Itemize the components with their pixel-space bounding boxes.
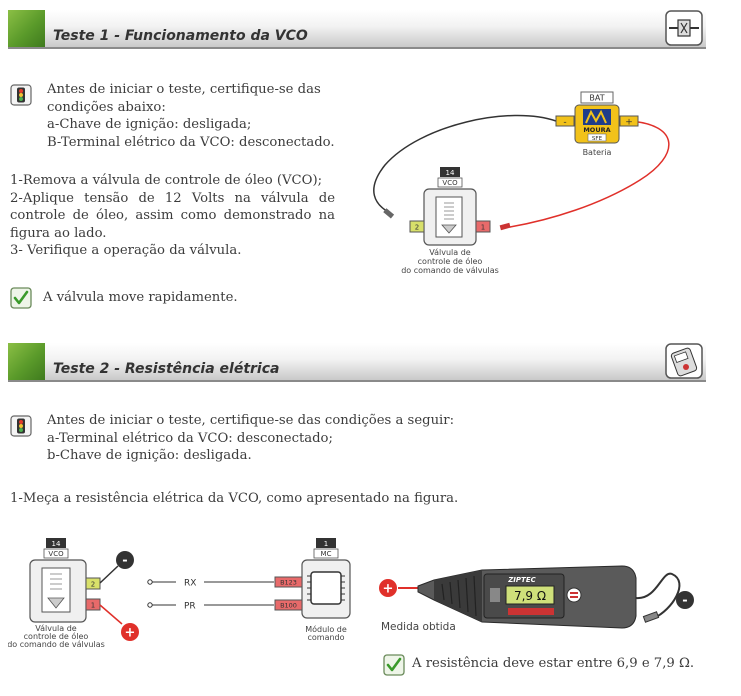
- section-accent-block: [8, 343, 45, 380]
- precheck-line: condições abaixo:: [47, 99, 166, 115]
- pin-b123: [274, 576, 303, 588]
- pin-b100: [274, 599, 303, 611]
- test2-precheck: Antes de iniciar o teste, certifique-se …: [47, 412, 454, 465]
- precheck-line: Antes de iniciar o teste, certifique-se …: [47, 82, 321, 97]
- section-header-test1: Teste 1 - Funcionamento da VCO: [8, 10, 706, 49]
- svg-text:SFE: SFE: [592, 136, 603, 142]
- step-line: figura ao lado.: [10, 225, 107, 241]
- svg-text:do comando de válvulas: do comando de válvulas: [401, 266, 499, 275]
- test1-diagram: - + MOURA SFE BAT Bateria 14 VCO 2 1 Vál…: [373, 91, 670, 275]
- pin-2: [85, 577, 101, 590]
- test1-result: A válvula move rapidamente.: [43, 290, 238, 305]
- precheck-line: b-Chave de ignição: desligada.: [47, 448, 252, 463]
- svg-text:RX: RX: [184, 579, 196, 589]
- step-line: 1-Remova a válvula de controle de óleo (…: [10, 173, 323, 188]
- wire-negative: [373, 114, 557, 214]
- svg-text:+: +: [125, 626, 136, 641]
- svg-text:VCO: VCO: [48, 550, 64, 558]
- negative-probe-icon: [116, 551, 134, 569]
- svg-text:comando: comando: [307, 633, 344, 642]
- svg-text:ZIPTEC: ZIPTEC: [507, 576, 536, 584]
- svg-text:1: 1: [324, 540, 328, 548]
- svg-text:-: -: [122, 554, 127, 569]
- precheck-line: a-Chave de ignição: desligada;: [47, 117, 252, 132]
- svg-text:Válvula de: Válvula de: [429, 248, 471, 257]
- multimeter-diagram: + ZIPTEC 7,9 Ω -: [379, 565, 694, 629]
- positive-probe-icon: [379, 579, 397, 597]
- svg-text:BAT: BAT: [589, 94, 604, 103]
- traffic-light-icon: [10, 84, 32, 106]
- section-title-test1: Teste 1 - Funcionamento da VCO: [53, 28, 308, 44]
- svg-text:Válvula de: Válvula de: [35, 624, 77, 633]
- test2-step: 1-Meça a resistência elétrica da VCO, co…: [10, 491, 459, 506]
- pin-1: [475, 220, 491, 233]
- vco-valve: 14 VCO 2 1 Válvula de controle de óleo d…: [383, 167, 511, 275]
- battery-plus-terminal: [619, 115, 639, 127]
- measured-label: Medida obtida: [381, 621, 456, 633]
- svg-text:+: +: [383, 582, 394, 597]
- wire-positive: [509, 120, 670, 228]
- svg-text:Módulo de: Módulo de: [305, 624, 347, 634]
- svg-text:controle de óleo: controle de óleo: [418, 256, 483, 266]
- svg-text:MC: MC: [321, 550, 332, 558]
- test1-precheck: Antes de iniciar o teste, certifique-se …: [47, 81, 335, 151]
- svg-text:PR: PR: [184, 602, 196, 612]
- precheck-line: a-Terminal elétrico da VCO: desconectado…: [47, 430, 333, 446]
- meter-reading: 7,9 Ω: [514, 589, 546, 603]
- step-line: 2-Aplique tensão de 12 Volts na válvula …: [10, 190, 335, 206]
- svg-text:2: 2: [415, 224, 419, 232]
- test2-wiring-diagram: 14 VCO 2 1 Válvula de controle de óleo d…: [8, 538, 351, 649]
- svg-text:controle de óleo: controle de óleo: [24, 631, 89, 641]
- valve-icon: [665, 10, 703, 46]
- section-header-test2: Teste 2 - Resistência elétrica: [8, 343, 706, 382]
- pin-2: [409, 220, 425, 233]
- svg-text:MOURA: MOURA: [583, 126, 610, 134]
- pin-1: [85, 598, 101, 611]
- test1-steps: 1-Remova a válvula de controle de óleo (…: [10, 172, 335, 260]
- test2-result: A resistência deve estar entre 6,9 e 7,9…: [412, 656, 695, 671]
- negative-probe-icon: [676, 591, 694, 609]
- svg-text:Bateria: Bateria: [583, 148, 612, 157]
- svg-text:-: -: [682, 594, 687, 609]
- battery-minus-terminal: [555, 115, 575, 127]
- checkmark-icon: [10, 287, 32, 309]
- precheck-line: Antes de iniciar o teste, certifique-se …: [47, 413, 455, 428]
- svg-text:1: 1: [91, 602, 95, 610]
- positive-probe-icon: [121, 623, 139, 641]
- svg-text:do comando de válvulas: do comando de válvulas: [8, 640, 105, 649]
- step-line: 3- Verifique a operação da válvula.: [10, 243, 242, 258]
- precheck-line: B-Terminal elétrico da VCO: desconectado…: [47, 134, 335, 150]
- svg-text:VCO: VCO: [442, 179, 458, 187]
- section-title-test2: Teste 2 - Resistência elétrica: [53, 361, 280, 377]
- svg-text:14: 14: [446, 169, 455, 177]
- multimeter-icon: [665, 343, 703, 379]
- svg-text:B100: B100: [280, 602, 297, 610]
- step-line: controle de óleo, assim como demonstrado…: [10, 208, 335, 223]
- svg-text:1: 1: [481, 224, 485, 232]
- svg-text:14: 14: [52, 540, 61, 548]
- svg-text:2: 2: [91, 581, 95, 589]
- vco-valve: 14 VCO 2 1 Válvula de controle de óleo d…: [8, 538, 105, 649]
- checkmark-icon: [383, 654, 405, 676]
- svg-text:-: -: [563, 118, 566, 128]
- battery: - + MOURA SFE BAT Bateria: [555, 91, 639, 157]
- svg-text:B123: B123: [280, 579, 297, 587]
- svg-text:+: +: [625, 118, 633, 128]
- section-accent-block: [8, 10, 45, 47]
- control-module: 1 MC B123 B100 Módulo de comando: [274, 538, 351, 642]
- traffic-light-icon: [10, 415, 32, 437]
